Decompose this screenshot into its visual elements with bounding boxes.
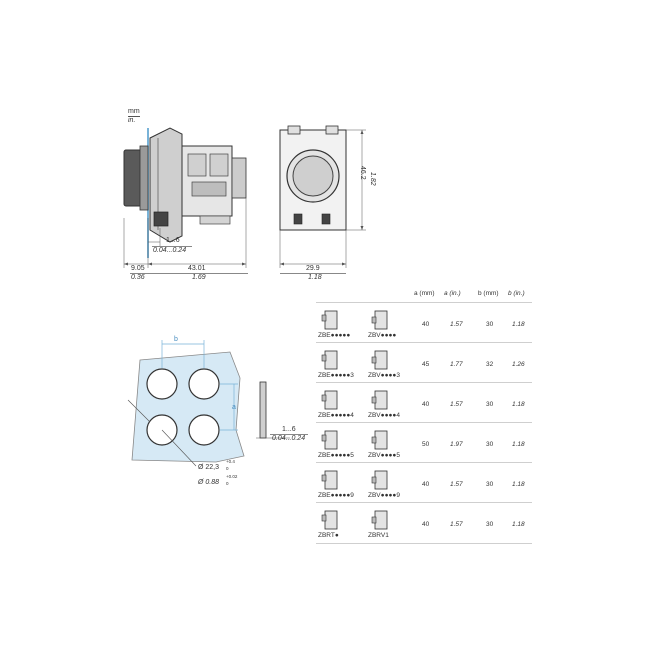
table-row: ZBE●●●●●9 ZBV●●●●9 40 1.57 30 1.18: [316, 462, 532, 503]
row-left-code: ZBRT●: [318, 532, 339, 539]
cutout-label-b: b: [174, 336, 178, 343]
panel-area: [131, 351, 245, 463]
block-icon: [321, 430, 338, 450]
row-left-code: ZBE●●●●●3: [318, 372, 354, 379]
row-b-mm: 30: [486, 441, 494, 448]
table-row: ZBE●●●●●5 ZBV●●●●5 50 1.97 30 1.18: [316, 422, 532, 463]
table-row: ZBE●●●●● ZBV●●●● 40 1.57 30 1.18: [316, 302, 532, 343]
block-icon: [321, 310, 338, 330]
block-icon: [321, 470, 338, 490]
row-b-in: 1.18: [512, 441, 525, 448]
unit-divider: [128, 116, 140, 117]
side-dim-height-in: 1.82: [369, 172, 376, 186]
side-view-drawing: [279, 125, 366, 268]
unit-in: in.: [128, 117, 136, 124]
cutout-label-a: a: [232, 404, 236, 411]
row-left-code: ZBE●●●●●: [318, 332, 351, 339]
row-a-in: 1.57: [450, 401, 463, 408]
block-icon: [371, 430, 388, 450]
unit-mm: mm: [128, 108, 140, 115]
row-a-mm: 40: [422, 481, 430, 488]
front-dim-cap-mm: 9.05: [131, 265, 145, 272]
row-right-code: ZBV●●●●4: [368, 412, 400, 419]
table-row: ZBE●●●●●3 ZBV●●●●3 45 1.77 32 1.26: [316, 342, 532, 383]
row-a-in: 1.57: [450, 521, 463, 528]
block-icon: [321, 390, 338, 410]
row-right-code: ZBV●●●●5: [368, 452, 400, 459]
row-a-in: 1.57: [450, 481, 463, 488]
row-b-mm: 30: [486, 521, 494, 528]
block-icon: [371, 350, 388, 370]
row-b-in: 1.18: [512, 321, 525, 328]
row-b-mm: 30: [486, 401, 494, 408]
clamp-screw: [153, 211, 169, 227]
hole-in-tol-zero: 0: [226, 481, 229, 486]
side-dim-height-mm: 46.2: [359, 166, 366, 180]
row-left-code: ZBE●●●●●4: [318, 412, 354, 419]
row-a-mm: 50: [422, 441, 430, 448]
row-b-in: 1.26: [512, 361, 525, 368]
panel-thickness-mm: 1...6: [282, 426, 296, 433]
hole-mm-tol-zero: 0: [226, 466, 229, 471]
row-b-mm: 32: [486, 361, 494, 368]
row-b-mm: 30: [486, 321, 494, 328]
panel-thickness-in: 0.04...0.24: [272, 435, 306, 442]
hole-bottom-right: [188, 414, 220, 446]
table-row: ZBRT● ZBRV1 40 1.57 30 1.18: [316, 502, 532, 544]
row-b-in: 1.18: [512, 481, 525, 488]
button-cap: [123, 149, 143, 207]
header-a-in: a (in.): [444, 290, 461, 297]
hole-diameter-in: Ø 0.88: [198, 479, 220, 486]
block-icon: [371, 510, 388, 530]
row-left-code: ZBE●●●●●9: [318, 492, 354, 499]
block-icon: [321, 350, 338, 370]
front-dim-depth-mm: 1...6: [166, 237, 180, 244]
side-dim-width-mm: 29.9: [306, 265, 320, 272]
row-right-code: ZBV●●●●9: [368, 492, 400, 499]
header-b-mm: b (mm): [478, 290, 499, 297]
front-dim-length-mm: 43.01: [188, 265, 206, 272]
button-face-inner: [292, 155, 334, 197]
hole-diameter-mm: Ø 22,3: [198, 464, 220, 471]
header-a-mm: a (mm): [414, 290, 435, 297]
front-dim-length-in: 1.69: [192, 274, 206, 281]
cutout-drawing: [127, 340, 290, 467]
row-right-code: ZBRV1: [368, 532, 389, 539]
row-b-mm: 30: [486, 481, 494, 488]
hole-mm-tol-plus: +0.4: [226, 459, 235, 464]
panel-section: [259, 381, 267, 439]
block-icon: [321, 510, 338, 530]
row-a-mm: 45: [422, 361, 430, 368]
row-a-mm: 40: [422, 521, 430, 528]
table-row: ZBE●●●●●4 ZBV●●●●4 40 1.57 30 1.18: [316, 382, 532, 423]
block-icon: [371, 390, 388, 410]
front-dim-cap-in: 0.36: [131, 274, 145, 281]
row-b-in: 1.18: [512, 521, 525, 528]
row-right-code: ZBV●●●●: [368, 332, 397, 339]
button-bezel: [139, 145, 149, 211]
row-left-code: ZBE●●●●●5: [318, 452, 354, 459]
block-icon: [371, 310, 388, 330]
header-b-in: b (in.): [508, 290, 525, 297]
front-view-drawing: [123, 127, 247, 268]
row-b-in: 1.18: [512, 401, 525, 408]
row-a-mm: 40: [422, 401, 430, 408]
side-dim-width-in: 1.18: [308, 274, 322, 281]
hole-top-right: [188, 368, 220, 400]
row-a-mm: 40: [422, 321, 430, 328]
row-a-in: 1.57: [450, 321, 463, 328]
row-a-in: 1.97: [450, 441, 463, 448]
hole-in-tol-plus: +0.02: [226, 474, 238, 479]
front-dim-depth-in: 0.04...0.24: [153, 247, 187, 254]
row-a-in: 1.77: [450, 361, 463, 368]
hole-top-left: [146, 368, 178, 400]
block-icon: [371, 470, 388, 490]
row-right-code: ZBV●●●●3: [368, 372, 400, 379]
